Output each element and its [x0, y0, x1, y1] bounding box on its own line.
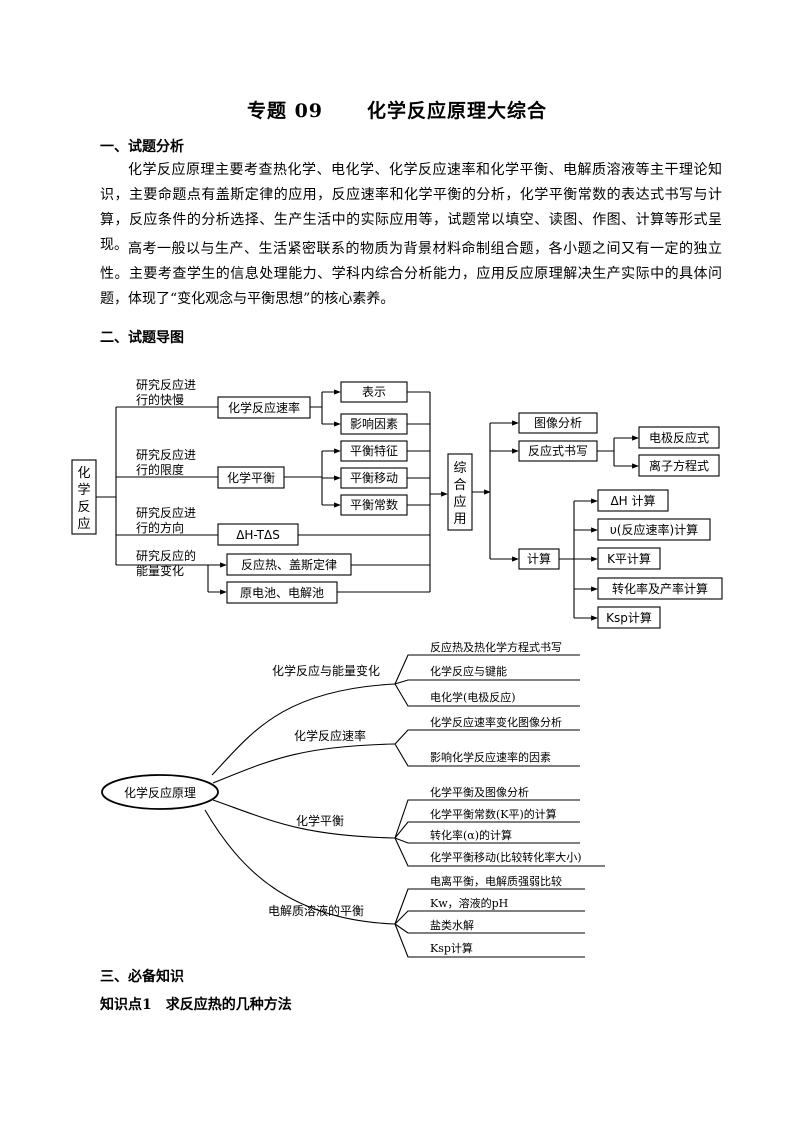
branch-2-line2: 行的限度 [136, 462, 184, 477]
knowledge-point-1: 知识点1 求反应热的几种方法 [100, 997, 292, 1013]
rate-calc-label: υ(反应速率)计算 [610, 522, 698, 537]
equilibrium-label: 化学平衡 [227, 470, 275, 485]
mind-eq-item-3: 转化率(α)的计算 [430, 828, 512, 842]
section-map-heading: 二、试题导图 [100, 330, 184, 346]
calc-label: 计算 [527, 551, 551, 566]
analysis-paragraph-1: 化学反应原理主要考查热化学、电化学、化学反应速率和化学平衡、电解质溶液等主干理论… [100, 162, 722, 253]
branch-3-line2: 行的方向 [136, 520, 184, 535]
ionic-equation-box [638, 454, 720, 477]
eq-move-label: 平衡移动 [350, 471, 398, 485]
ionic-equation-label: 离子方程式 [649, 458, 709, 473]
mind-el-item-2: Kw，溶液的pH [430, 896, 508, 910]
k-calc-label: K平计算 [607, 551, 651, 566]
electrode-label: 电极反应式 [649, 430, 709, 445]
show-label: 表示 [362, 385, 386, 399]
image-analysis-label: 图像分析 [534, 416, 582, 430]
k-calc-box [597, 547, 661, 570]
branch-3-line1: 研究反应进 [136, 505, 196, 520]
conversion-calc-label: 转化率及产率计算 [612, 581, 708, 596]
comp-char-3: 应 [453, 494, 466, 510]
mind-el-item-4: Ksp计算 [430, 941, 473, 955]
comp-char-4: 用 [453, 512, 466, 527]
ksp-calc-label: Ksp计算 [606, 610, 652, 625]
rate-calc-box [597, 518, 711, 541]
mind-center-label: 化学反应原理 [124, 785, 196, 800]
mind-eq-item-4: 化学平衡移动(比较转化率大小) [430, 850, 582, 864]
branch-1-line2: 行的快慢 [136, 392, 184, 407]
eq-const-label: 平衡常数 [350, 497, 398, 512]
mind-branch-rate: 化学反应速率 [294, 728, 366, 743]
mind-branch-electrolyte: 电解质溶液的平衡 [268, 903, 364, 918]
title-code: 专题 09 [246, 100, 324, 122]
root-char-4: 应 [77, 516, 90, 532]
ksp-calc-box [597, 606, 661, 629]
comp-char-1: 综 [453, 461, 466, 476]
dh-calc-label: ΔH 计算 [610, 493, 655, 508]
branch-4-line1: 研究反应的 [136, 548, 196, 563]
mind-rate-item-1: 化学反应速率变化图像分析 [430, 715, 562, 729]
analysis-paragraph-2: 高考一般以与生产、生活紧密联系的物质为背景材料命制组合题，各小题之间又有一定的独… [100, 241, 722, 307]
title-text: 化学反应原理大综合 [367, 100, 548, 122]
battery-label: 原电池、电解池 [240, 586, 324, 600]
section-knowledge-heading: 三、必备知识 [100, 969, 184, 985]
mind-branch-equilibrium: 化学平衡 [296, 813, 344, 828]
branch-4-line2: 能量变化 [136, 563, 184, 578]
mind-el-item-1: 电离平衡，电解质强弱比较 [430, 874, 562, 888]
mind-energy-item-2: 化学反应与键能 [430, 664, 507, 678]
mind-map: 化学反应原理 化学反应与能量变化 反应热及热化学方程式书写 化学反应与键能 电化… [101, 640, 605, 958]
eq-feature-label: 平衡特征 [350, 443, 398, 458]
electrode-box [638, 426, 720, 449]
mind-eq-item-2: 化学平衡常数(K平)的计算 [430, 807, 557, 821]
equation-writing-label: 反应式书写 [528, 443, 588, 458]
root-char-2: 学 [77, 482, 90, 498]
root-char-3: 反 [77, 500, 90, 515]
heat-label: 反应热、盖斯定律 [241, 557, 337, 572]
dh-calc-box [597, 489, 669, 512]
page-title: 专题 09 化学反应原理大综合 [0, 96, 794, 123]
comp-char-2: 合 [453, 478, 466, 493]
image-analysis-box [518, 412, 598, 434]
root-char-1: 化 [77, 466, 90, 481]
mind-branch-energy: 化学反应与能量变化 [272, 663, 380, 678]
mind-eq-item-1: 化学平衡及图像分析 [430, 785, 529, 799]
branch-1-line1: 研究反应进 [136, 377, 196, 392]
mind-el-item-3: 盐类水解 [430, 918, 474, 932]
section-analysis-heading: 一、试题分析 [100, 139, 184, 155]
conversion-calc-box [597, 577, 723, 600]
mind-rate-item-2: 影响化学反应速率的因素 [430, 750, 551, 764]
branch-2-line1: 研究反应进 [136, 447, 196, 462]
mind-energy-item-3: 电化学(电极反应) [430, 690, 516, 704]
direction-label: ΔH-TΔS [236, 528, 280, 542]
factor-label: 影响因素 [350, 416, 398, 431]
mind-center-ellipse [101, 774, 219, 810]
rate-label: 化学反应速率 [228, 400, 300, 415]
mind-energy-item-1: 反应热及热化学方程式书写 [430, 640, 562, 654]
